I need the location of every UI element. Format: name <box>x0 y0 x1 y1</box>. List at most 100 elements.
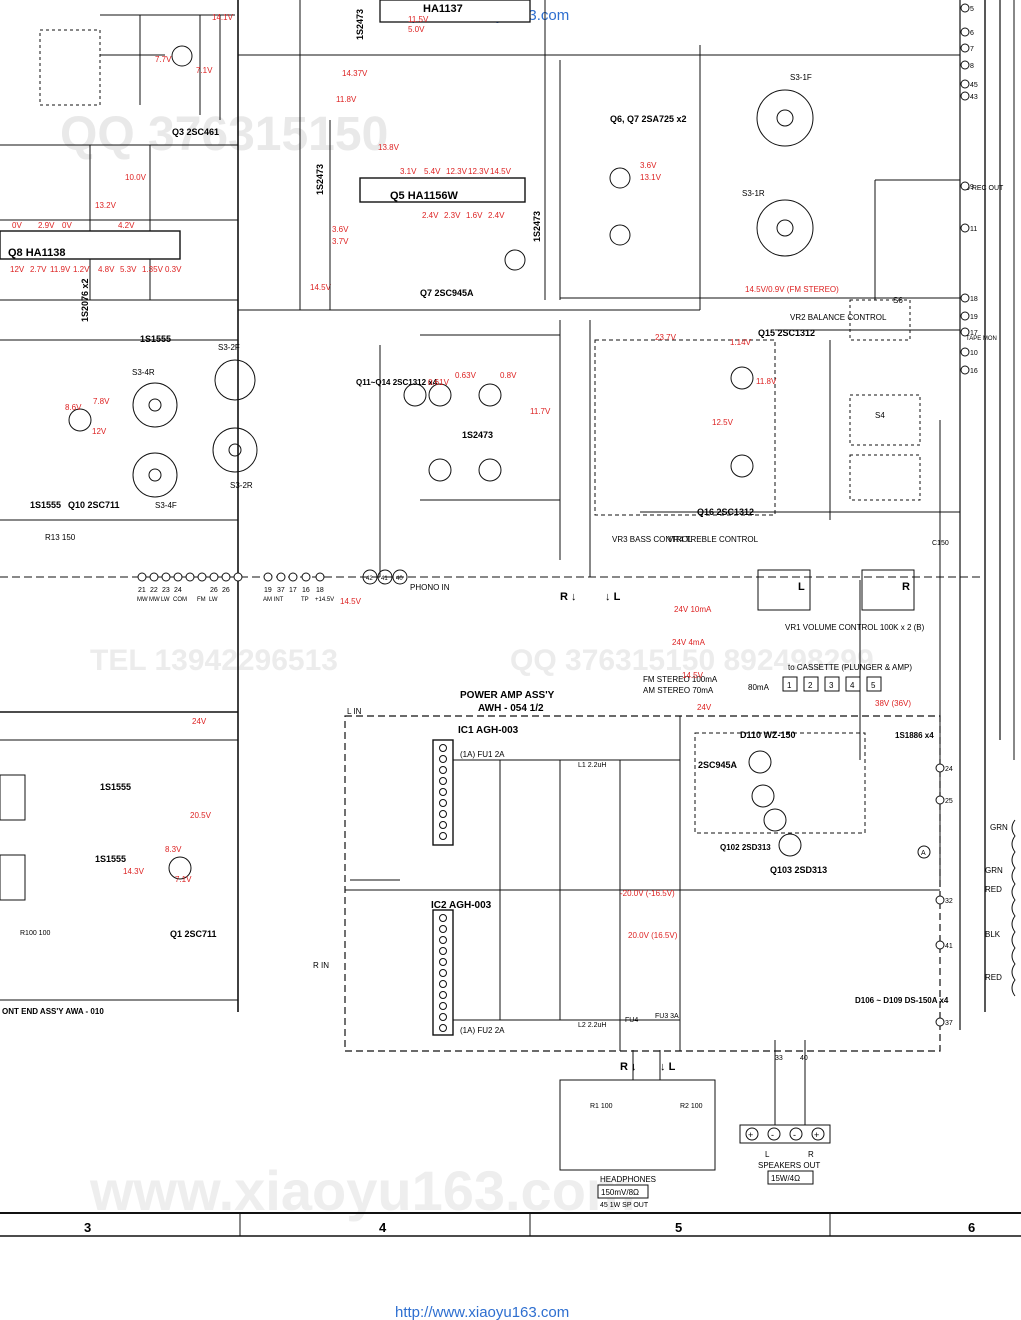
volume-pot-l: L <box>798 581 805 593</box>
power-amp-title: POWER AMP ASS'Y <box>460 690 555 701</box>
voltage-fm-stereo: 14.5V/0.9V (FM STEREO) <box>745 285 839 294</box>
connector-pin <box>173 572 183 582</box>
ic2-pin <box>439 947 447 955</box>
cassette-pin-number: 1 <box>787 681 792 690</box>
voltage-24v-pa: 24V <box>697 703 712 712</box>
cassette-pin-number: 2 <box>808 681 813 690</box>
power-amp-box <box>344 715 941 1052</box>
ic2-pin <box>439 925 447 933</box>
connector-pin <box>197 572 207 582</box>
phono-connector <box>362 569 408 585</box>
ha1138-voltages-top: 0V 2.9V 0V 13.2V 4.2V 10.0V <box>12 173 147 230</box>
speakers-out-label: SPEAKERS OUT <box>758 1161 820 1170</box>
current-24v-10ma: 24V 10mA <box>674 605 712 614</box>
balance-control-label: VR2 BALANCE CONTROL <box>790 313 887 322</box>
current-fm-stereo: FM STEREO 100mA <box>643 675 718 684</box>
diode-1s2473-c: 1S2473 <box>532 211 542 242</box>
edge-pin <box>960 91 970 101</box>
ic-ha1138-label: Q8 HA1138 <box>8 247 66 259</box>
fuse-fu1: (1A) FU1 2A <box>460 750 505 759</box>
current-24v-4ma: 24V 4mA <box>672 638 706 647</box>
svg-text:12.3V: 12.3V <box>446 167 468 176</box>
speaker-r: R <box>808 1150 814 1159</box>
connector-pin <box>288 572 298 582</box>
ic1-agh003 <box>432 739 454 1036</box>
voltage-7-1: 7.1V <box>196 66 213 75</box>
headphones-label: HEADPHONES <box>600 1175 656 1184</box>
ic-ha1138: Q8 HA1138 <box>0 230 181 260</box>
resistor-r100: R100 100 <box>20 930 50 937</box>
edge-pin <box>960 293 970 303</box>
switch-s3-4r: S3-4R <box>132 368 155 377</box>
svg-text:+: + <box>748 1130 753 1140</box>
svg-text:1.6V: 1.6V <box>466 211 483 220</box>
ic1-label: IC1 AGH-003 <box>458 725 519 736</box>
svg-text:2.4V: 2.4V <box>422 211 439 220</box>
edge-pin-number: 41 <box>945 943 953 950</box>
diode-1s1555-b: 1S1555 <box>30 500 61 510</box>
edge-pin-number: 16 <box>970 368 978 375</box>
r-in-label: R IN <box>313 961 329 970</box>
ic-ha1137: HA1137 <box>379 0 531 23</box>
mpx-wiring <box>238 0 960 311</box>
url-bottom[interactable]: http://www.xiaoyu163.com <box>395 1304 569 1320</box>
inductor-l1: L1 2.2uH <box>578 762 606 769</box>
watermark-tel: TEL 13942296513 <box>90 644 338 677</box>
l-in-label: L IN <box>347 707 362 716</box>
diode-1s1555-d: 1S1555 <box>95 854 126 864</box>
edge-pin <box>935 895 945 905</box>
fuse-fu2: (1A) FU2 2A <box>460 1026 505 1035</box>
svg-text:4.8V: 4.8V <box>98 265 115 274</box>
ic2-pin <box>439 936 447 944</box>
phono-pin-41: 41 <box>381 576 388 582</box>
connector-pin-label: FM <box>197 597 206 603</box>
connector-pin-number: 22 <box>150 587 158 594</box>
current-80ma: 80mA <box>748 683 770 692</box>
front-end-label: ONT END ASS'Y AWA - 010 <box>2 1007 104 1016</box>
connector-pin-label: MW <box>149 597 160 603</box>
voltage-3-6: 3.6V <box>640 161 657 170</box>
svg-text:12V: 12V <box>10 265 25 274</box>
phono-pin-40: 40 <box>396 576 403 582</box>
connector-pin <box>301 572 311 582</box>
signal-r-arrow: R ↓ <box>560 591 577 603</box>
edge-pin <box>960 60 970 70</box>
headphone-r-arrow: R ↓ <box>620 1061 637 1073</box>
ic2-pin <box>439 969 447 977</box>
cassette-pin <box>845 676 861 692</box>
voltage-7-1-fe: 7.1V <box>175 875 192 884</box>
diode-1s1886-label: 1S1886 x4 <box>895 731 934 740</box>
transistor-q10-label: Q10 2SC711 <box>68 500 120 510</box>
treble-control-label: VR4 TREBLE CONTROL <box>668 535 759 544</box>
edge-pin <box>935 1017 945 1027</box>
svg-text:5.3V: 5.3V <box>120 265 137 274</box>
voltage-0-61: 0.61V <box>428 378 450 387</box>
edge-pin <box>960 223 970 233</box>
current-am-stereo: AM STEREO 70mA <box>643 686 714 695</box>
edge-pin-number: 25 <box>945 798 953 805</box>
voltage-8-3: 8.3V <box>165 845 182 854</box>
svg-text:1.2V: 1.2V <box>73 265 90 274</box>
headphone-l-arrow: ↓ L <box>660 1061 676 1073</box>
switch-s3-1r: S3-1R <box>742 189 765 198</box>
grid-6: 6 <box>968 1220 975 1235</box>
edge-pin-number: 5 <box>970 6 974 13</box>
zener-wz150: D110 WZ-150 <box>740 730 796 740</box>
edge-pin <box>960 3 970 13</box>
connector-pin <box>221 572 231 582</box>
connector-pin <box>315 572 325 582</box>
ic2-pin <box>439 958 447 966</box>
edge-pin-number: 9 <box>970 184 974 191</box>
ic2-pin <box>439 914 447 922</box>
voltage-24v-fe: 24V <box>192 717 207 726</box>
resistor-r2: R2 100 <box>680 1103 703 1110</box>
ic1-pin <box>439 832 447 840</box>
svg-text:+: + <box>814 1130 819 1140</box>
switches-s6-s4 <box>849 299 921 501</box>
front-end-section <box>0 739 238 1001</box>
cassette-pin <box>824 676 840 692</box>
connector-pin <box>137 572 147 582</box>
svg-text:-: - <box>771 1130 774 1140</box>
ic1-pin <box>439 777 447 785</box>
